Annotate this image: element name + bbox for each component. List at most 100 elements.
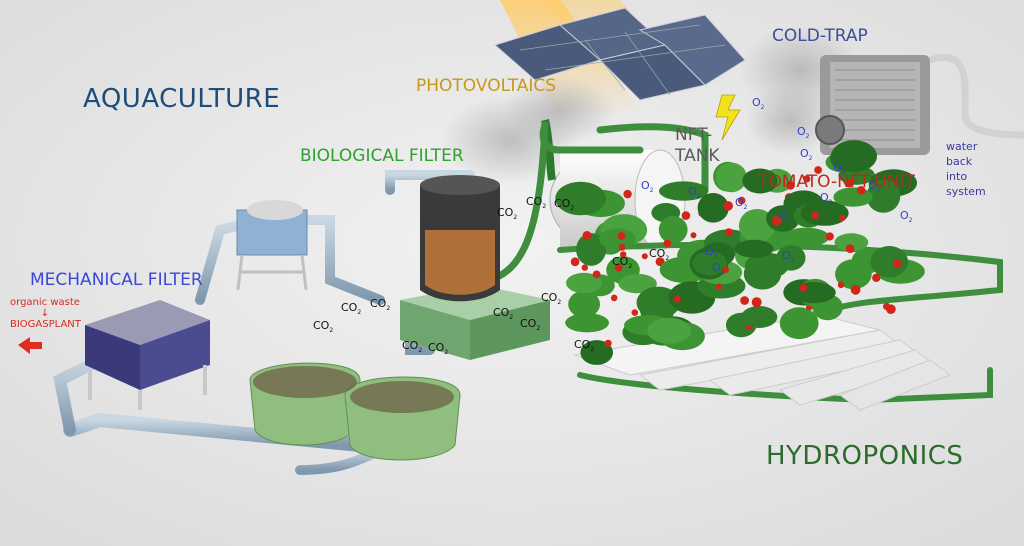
tomato-nft-unit-label: TOMATO-NFT-UNIT <box>758 172 915 192</box>
tomato-fruit <box>690 232 697 239</box>
plant-leaf <box>658 215 688 244</box>
plant-leaf <box>745 252 789 279</box>
co2-molecule: CO2 <box>554 197 575 213</box>
tomato-fruit <box>663 239 672 248</box>
tomato-fruit <box>786 181 795 190</box>
tomato-fruit <box>673 295 681 303</box>
co2-molecule: CO2 <box>313 319 334 335</box>
o2-molecule: O2 <box>712 261 725 277</box>
mechanical-filter-label: MECHANICAL FILTER <box>30 270 203 290</box>
organic-waste-text: organic waste <box>10 297 80 308</box>
plant-leaf <box>576 233 607 266</box>
tomato-fruit <box>715 283 723 291</box>
plant-leaf <box>566 272 602 294</box>
cold-trap-label: COLD-TRAP <box>772 26 868 46</box>
plant-leaf <box>741 306 778 328</box>
plant-leaf <box>618 273 657 294</box>
plant-leaf <box>599 228 636 250</box>
plant-leaf <box>779 307 819 340</box>
o2-molecule: O2 <box>641 179 654 195</box>
cold-trap-unit <box>815 53 1024 155</box>
plant-leaf <box>715 162 747 193</box>
tomato-fruit <box>604 339 612 347</box>
tomato-fruit <box>618 243 626 251</box>
tomato-fruit <box>751 297 762 308</box>
aquaculture-label: AQUACULTURE <box>83 84 281 114</box>
mechanical-filter-unit <box>85 300 210 410</box>
fish-tanks <box>249 362 461 461</box>
co2-molecule: CO2 <box>526 195 547 211</box>
co2-molecule: CO2 <box>493 306 514 322</box>
tomato-fruit <box>814 166 822 174</box>
co2-molecule: CO2 <box>541 291 562 307</box>
co2-molecule: CO2 <box>341 301 362 317</box>
co2-molecule: CO2 <box>402 339 423 355</box>
co2-molecule: CO2 <box>520 317 541 333</box>
plant-leaf <box>555 181 606 216</box>
o2-molecule: O2 <box>782 249 795 265</box>
tomato-fruit <box>872 273 881 282</box>
tomato-fruit <box>620 251 627 258</box>
o2-molecule: O2 <box>705 245 718 261</box>
o2-molecule: O2 <box>900 209 913 225</box>
solar-panels <box>493 7 746 101</box>
tomato-fruit <box>641 253 648 260</box>
water-back-line1: water <box>946 140 978 153</box>
tomato-fruit <box>724 228 733 237</box>
tomato-fruit <box>837 281 845 289</box>
tomato-fruit <box>610 294 618 302</box>
tomato-fruit <box>856 186 866 195</box>
tomato-fruit <box>617 231 626 240</box>
o2-molecule: O2 <box>735 196 748 212</box>
plant-leaf <box>565 313 609 333</box>
o2-molecule: O2 <box>868 179 881 195</box>
o2-molecule: O2 <box>833 161 846 177</box>
plant-leaf <box>568 290 600 318</box>
tomato-fruit <box>803 175 811 183</box>
biogas-arrow-icon <box>18 337 42 354</box>
tomato-fruit <box>845 244 855 254</box>
nft-troughs <box>573 314 952 411</box>
o2-molecule: O2 <box>688 185 701 201</box>
tomato-fruit <box>811 211 819 219</box>
plant-leaf <box>580 340 613 365</box>
tomato-fruit <box>845 179 853 188</box>
nft-tank-label-line1: NFT- <box>675 125 713 145</box>
tomato-fruit <box>850 284 861 295</box>
nft-tank-label: NFT- TANK <box>675 125 720 168</box>
plant-leaf <box>783 227 830 247</box>
co2-molecule: CO2 <box>574 338 595 354</box>
water-back-line3: into <box>946 169 968 183</box>
tomato-fruit <box>825 232 834 241</box>
o2-molecule: O2 <box>800 147 813 163</box>
plant-leaf <box>870 246 909 278</box>
co2-molecule: CO2 <box>612 255 633 271</box>
tomato-fruit <box>614 263 623 272</box>
tomato-fruit <box>681 211 691 220</box>
tomato-fruit <box>772 215 782 226</box>
organic-waste-label: organic waste ↓ BIOGASPLANT <box>10 297 81 330</box>
tomato-fruit <box>886 304 896 315</box>
tomato-fruit <box>623 189 632 199</box>
o2-molecule: O2 <box>752 96 765 112</box>
lightning-icon <box>715 94 741 141</box>
header-tank <box>236 200 308 291</box>
tomato-fruit <box>723 201 733 211</box>
tomato-fruit <box>740 296 749 305</box>
tomato-fruit <box>581 264 588 271</box>
plant-leaf <box>647 317 692 344</box>
tomato-fruit <box>737 196 746 205</box>
plant-leaf <box>692 251 727 276</box>
plant-leaf <box>830 144 864 172</box>
plant-leaf <box>742 168 778 194</box>
co2-molecule: CO2 <box>649 247 670 263</box>
biogasplant-text: BIOGASPLANT <box>10 319 81 330</box>
biological-filter-unit <box>400 175 550 360</box>
hydroponics-label: HYDROPONICS <box>766 441 964 471</box>
water-back-line4: system <box>946 184 986 198</box>
water-back-line2: back <box>946 154 973 168</box>
o2-molecule: O2 <box>797 125 810 141</box>
tomato-fruit <box>722 266 729 274</box>
plant-leaf <box>697 193 729 223</box>
